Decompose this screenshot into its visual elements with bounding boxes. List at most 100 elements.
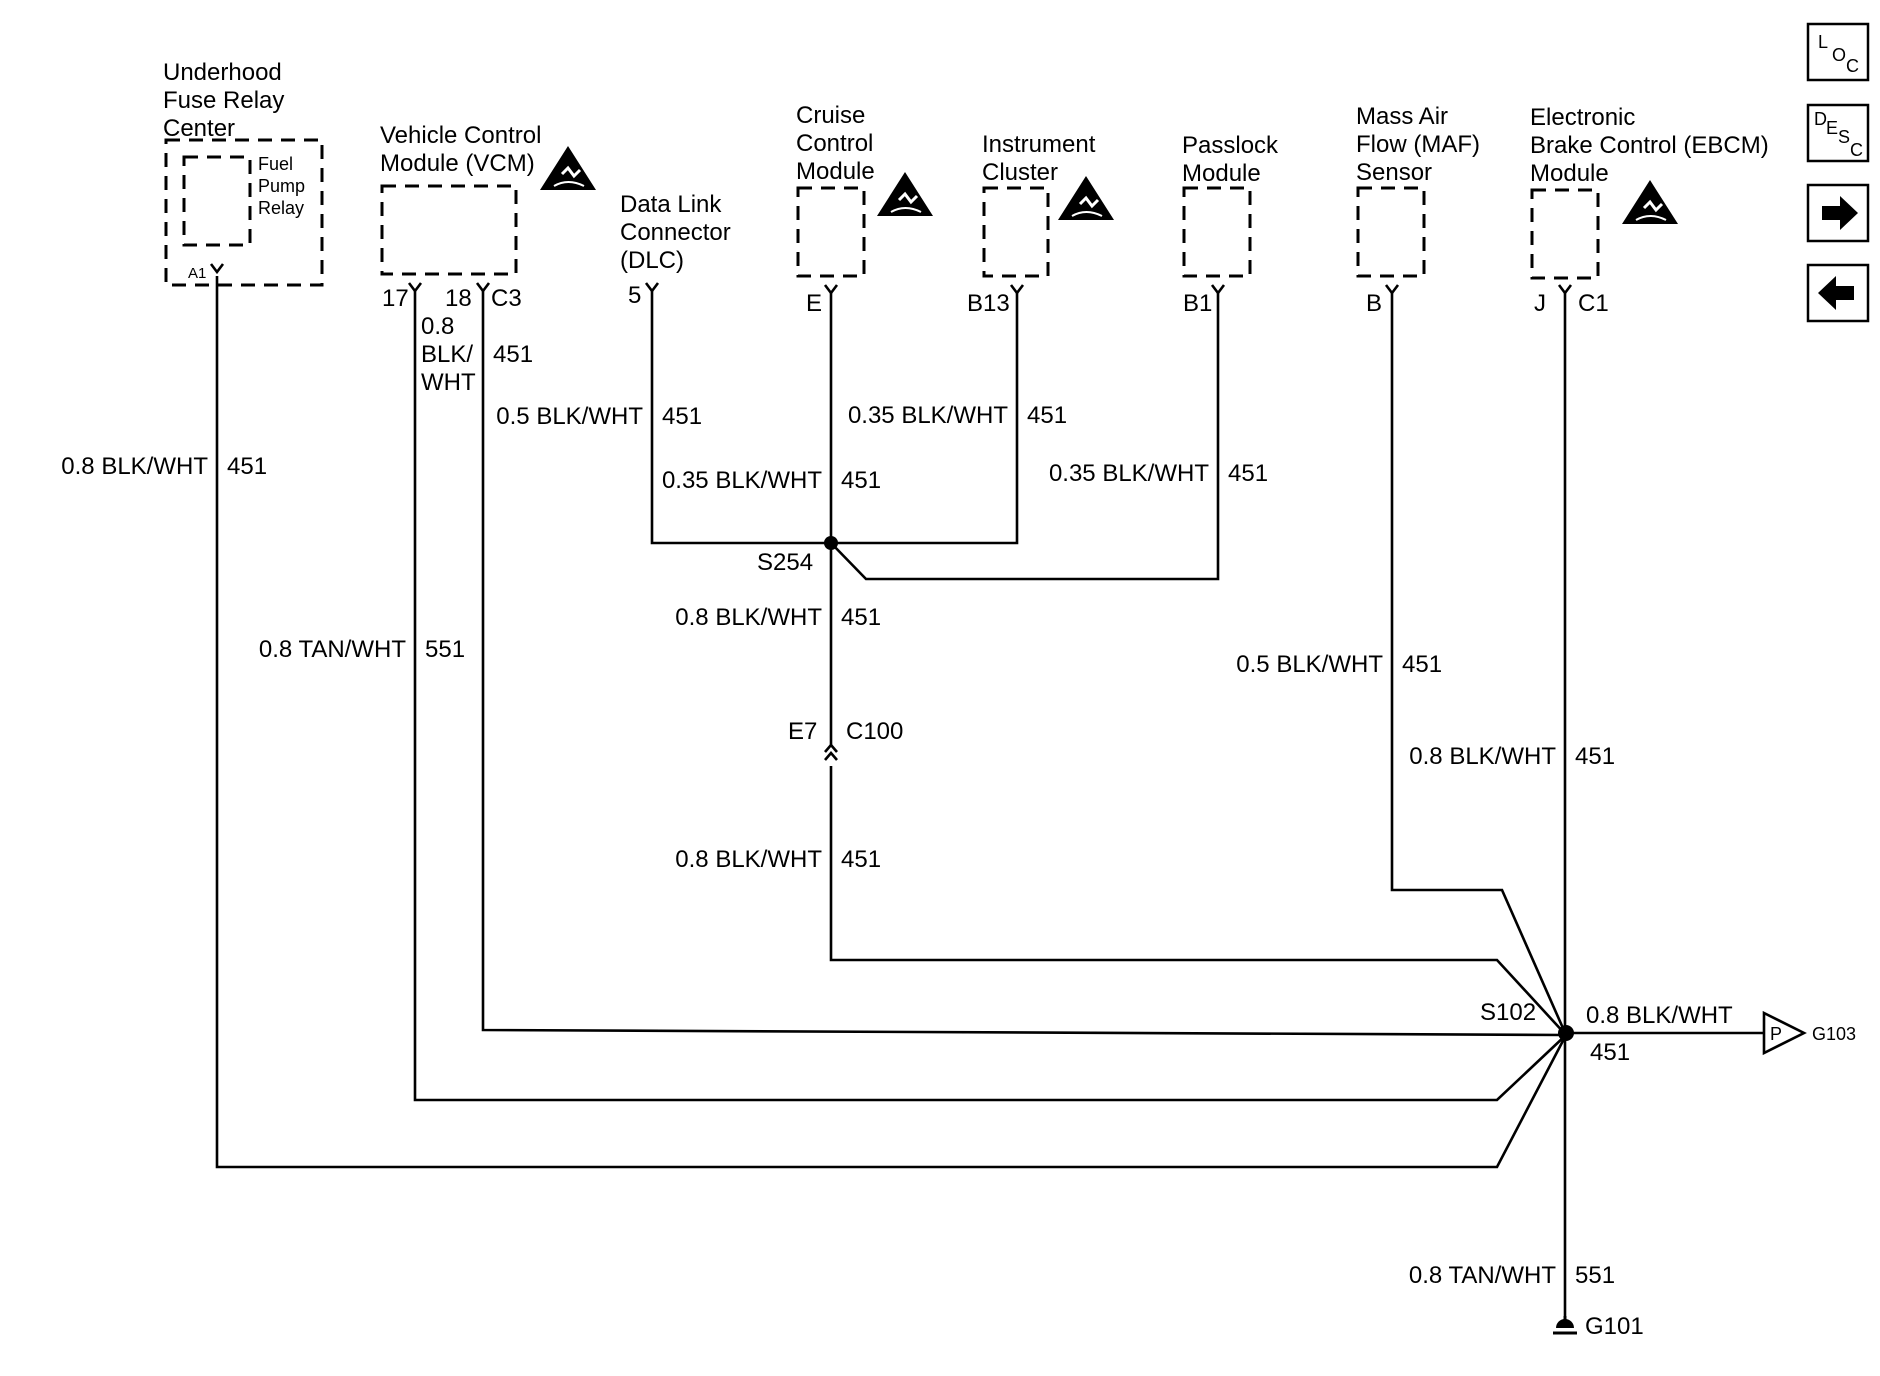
- pin-17: 17: [382, 285, 409, 312]
- wire-label-spec: 0.8 TAN/WHT: [259, 636, 406, 663]
- passlock-box: [1182, 186, 1252, 278]
- pin-17-terminal: [407, 281, 423, 293]
- wire-label-circuit: 451: [1027, 402, 1067, 429]
- wire-label-spec: 0.8 BLK/WHT: [1586, 1002, 1733, 1029]
- vcm-box: [380, 184, 518, 276]
- arrow-right-icon: [1822, 196, 1858, 230]
- wire-label-spec: 0.8: [421, 313, 454, 340]
- fuse-center-label-line3: Center: [163, 115, 235, 142]
- ground-g103-label: G103: [1812, 1024, 1856, 1044]
- location-button-letter-c: C: [1846, 56, 1859, 76]
- pin-b-terminal: [1384, 283, 1400, 295]
- pin-b: B: [1366, 290, 1382, 317]
- wire-label-circuit: 451: [841, 846, 881, 873]
- fuel-pump-relay-label-1: Fuel: [258, 154, 293, 174]
- back-button[interactable]: [1806, 263, 1870, 323]
- wire-label-circuit: 451: [1402, 651, 1442, 678]
- ground-g101-label: G101: [1585, 1313, 1644, 1340]
- vcm-label-line1: Vehicle Control: [380, 122, 541, 149]
- ebcm-box: [1530, 188, 1600, 280]
- splice-s102-label: S102: [1480, 999, 1536, 1026]
- ground-g103: P G103: [1762, 1010, 1856, 1056]
- dlc-label-line1: Data Link: [620, 191, 722, 218]
- forward-button[interactable]: [1806, 183, 1870, 243]
- wire-label-circuit: 551: [425, 636, 465, 663]
- passlock-label-line2: Module: [1182, 160, 1261, 187]
- pin-18: 18: [445, 285, 472, 312]
- wire-label-spec: 0.8 BLK/WHT: [1409, 743, 1556, 770]
- vcm-label-line2: Module (VCM): [380, 150, 535, 177]
- splice-s254: S254: [757, 536, 838, 576]
- pin-c1: C1: [1578, 290, 1609, 317]
- splice-s254-dot: [824, 536, 838, 550]
- maf-box: [1356, 186, 1426, 278]
- pass-through-arrow-icon: [1762, 1010, 1807, 1056]
- pin-c3: C3: [491, 285, 522, 312]
- pin-e7: E7: [788, 718, 817, 745]
- wire-label-circuit: 451: [662, 403, 702, 430]
- wire-label-spec: 0.8 TAN/WHT: [1409, 1262, 1556, 1289]
- cluster-box: [982, 186, 1050, 278]
- description-button-frame[interactable]: [1806, 103, 1870, 163]
- esd-warning-icon: [1056, 174, 1116, 222]
- wire-network: [215, 276, 1764, 1318]
- maf-label-line1: Mass Air: [1356, 103, 1448, 130]
- pin-j: J: [1534, 290, 1546, 317]
- maf-label-line3: Sensor: [1356, 159, 1432, 186]
- pin-b13: B13: [967, 290, 1010, 317]
- connector-c100-label: C100: [846, 718, 903, 745]
- cluster-label-line1: Instrument: [982, 131, 1096, 158]
- wire-fuse-a1: [215, 276, 1568, 1169]
- cruise-box: [796, 186, 866, 278]
- instrument-cluster: Instrument Cluster B13: [967, 131, 1116, 317]
- cruise-label-line2: Control: [796, 130, 873, 157]
- description-button-letter-s: S: [1838, 127, 1850, 147]
- wire-label-circuit: 451: [227, 453, 267, 480]
- fuel-pump-relay-label-3: Relay: [258, 198, 304, 218]
- wire-dlc-5: [650, 291, 831, 545]
- ground-g101: G101: [1553, 1313, 1644, 1340]
- pin-b13-terminal: [1009, 283, 1025, 295]
- pin-j-c1-terminal: [1557, 283, 1573, 295]
- dlc-label-line2: Connector: [620, 219, 731, 246]
- wire-vcm-18: [481, 291, 1567, 1037]
- wire-label-circuit: 451: [1590, 1039, 1630, 1066]
- fuse-center-label-line2: Fuse Relay: [163, 87, 284, 114]
- wire-label-circuit: 451: [493, 341, 533, 368]
- pin-e-terminal: [823, 283, 839, 295]
- cruise-control-module: Cruise Control Module E: [796, 102, 935, 317]
- dlc-label-line3: (DLC): [620, 247, 684, 274]
- wire-vcm-17: [413, 291, 1567, 1102]
- fuse-center-box: [164, 138, 324, 287]
- passlock-module: Passlock Module B1: [1182, 132, 1279, 317]
- esd-warning-icon: [875, 170, 935, 218]
- pin-e: E: [806, 290, 822, 317]
- underhood-fuse-relay-center: Underhood Fuse Relay Center Fuel Pump Re…: [163, 59, 324, 287]
- wire-label-spec: BLK/: [421, 341, 473, 368]
- wire-maf-b: [1390, 293, 1568, 1036]
- wire-label-circuit: 451: [1575, 743, 1615, 770]
- wire-label-circuit: 451: [841, 604, 881, 631]
- wire-label-spec: 0.8 BLK/WHT: [675, 604, 822, 631]
- cruise-label-line1: Cruise: [796, 102, 865, 129]
- wire-labels: 0.8 BLK/WHT 451 0.8 BLK/ WHT 451 0.8 TAN…: [61, 313, 1733, 1289]
- location-button-frame[interactable]: [1806, 22, 1870, 82]
- wire-passlock-b1: [830, 293, 1220, 581]
- pin-5-terminal: [644, 281, 660, 293]
- pin-5: 5: [628, 282, 641, 309]
- location-button[interactable]: L O C: [1806, 22, 1870, 82]
- description-button[interactable]: D E S C: [1806, 103, 1870, 163]
- connector-c100: E7 C100: [788, 718, 903, 761]
- wire-label-circuit: 451: [841, 467, 881, 494]
- mass-air-flow-sensor: Mass Air Flow (MAF) Sensor B: [1356, 103, 1480, 317]
- ebcm-label-line1: Electronic: [1530, 104, 1635, 131]
- wire-label-spec: 0.35 BLK/WHT: [848, 402, 1008, 429]
- data-link-connector: Data Link Connector (DLC) 5: [620, 191, 731, 309]
- pin-b1-terminal: [1210, 283, 1226, 295]
- wire-label-spec: 0.8 BLK/WHT: [61, 453, 208, 480]
- description-button-letter-c: C: [1850, 140, 1863, 160]
- splice-s102: S102: [1480, 999, 1574, 1041]
- arrow-left-icon: [1818, 276, 1854, 310]
- pin-18-terminal: [475, 281, 491, 293]
